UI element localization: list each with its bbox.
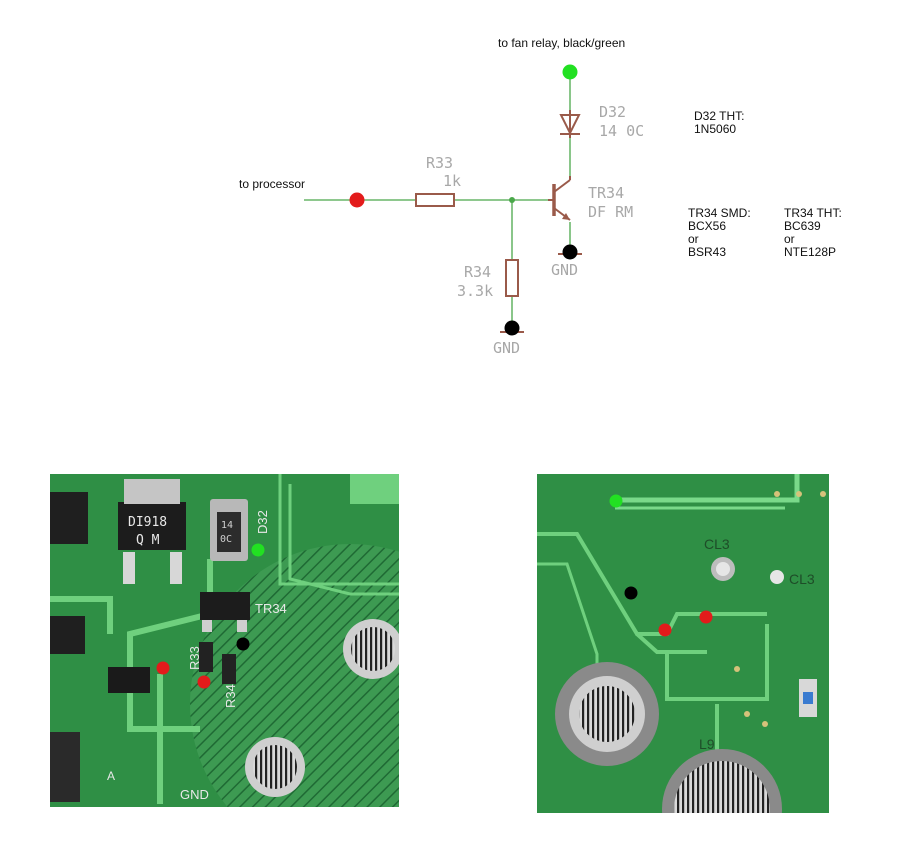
tr34-smd-line-4: BSR43 <box>688 245 727 259</box>
d32-tht-note: D32 THT: 1N5060 <box>694 110 744 136</box>
tr34-tht-line-4: NTE128P <box>784 245 837 259</box>
tr34-tht-line-1: TR34 THT: <box>784 206 842 220</box>
photo-left-marker-red-1 <box>156 661 170 675</box>
tr34-value: DF RM <box>588 203 633 221</box>
tr34-tht-line-2: BC639 <box>784 219 821 233</box>
tr34-ref: TR34 <box>588 184 624 202</box>
photo-right-marker-red-1 <box>658 623 672 637</box>
chip-marking-2: Q M <box>136 533 160 548</box>
resistor-r33-symbol <box>415 193 455 207</box>
silk-gnd: GND <box>180 787 209 802</box>
resistor-r34-symbol <box>505 259 519 297</box>
tr34-smd-line-1: TR34 SMD: <box>688 206 751 220</box>
pcb-left-drawing: DI918 Q M 14 0C D32 TR34 R33 R34 A GND <box>50 474 399 807</box>
d32-ref: D32 <box>599 103 626 121</box>
d32-value: 14 0C <box>599 122 644 140</box>
gnd-label-tr34: GND <box>551 261 578 279</box>
d32-tht-line-1: D32 THT: <box>694 109 745 123</box>
fan-relay-label: to fan relay, black/green <box>498 36 626 50</box>
marker-black-gnd-r34 <box>504 320 520 336</box>
r34-ref: R34 <box>464 263 491 281</box>
r34-value: 3.3k <box>457 282 493 300</box>
chip-marking-1: DI918 <box>128 515 167 530</box>
pcb-photo-left: DI918 Q M 14 0C D32 TR34 R33 R34 A GND <box>50 474 399 807</box>
schematic: D32 14 0C R33 1k TR34 DF RM R34 3.3k GND… <box>304 64 644 357</box>
marker-green-fan <box>562 64 578 80</box>
silk-r34: R34 <box>223 684 238 708</box>
transistor-tr34-package <box>200 592 250 620</box>
silk-l9: L9 <box>699 736 715 752</box>
tr34-smd-line-2: BCX56 <box>688 219 727 233</box>
marker-black-gnd-tr34 <box>562 244 578 260</box>
silk-a: A <box>107 769 115 783</box>
pcb-right-drawing: CL3 CL3 L9 <box>537 474 829 813</box>
photo-left-marker-black <box>236 637 250 651</box>
pcb-photo-right: CL3 CL3 L9 <box>537 474 829 813</box>
r33-value: 1k <box>443 172 461 190</box>
transistor-tr34-symbol <box>548 176 571 221</box>
tr34-smd-note: TR34 SMD: BCX56 or BSR43 <box>688 207 751 259</box>
photo-left-marker-green <box>251 543 265 557</box>
tr34-tht-note: TR34 THT: BC639 or NTE128P <box>784 207 842 259</box>
d32-marking-2: 0C <box>220 534 232 545</box>
gnd-label-r34: GND <box>493 339 520 357</box>
photo-right-marker-green <box>609 494 623 508</box>
r33-ref: R33 <box>426 154 453 172</box>
via-cl3-2 <box>770 570 784 584</box>
tr34-smd-line-3: or <box>688 232 699 246</box>
photo-right-marker-red-2 <box>699 610 713 624</box>
diode-d32-symbol <box>559 110 581 138</box>
silk-cl3-2: CL3 <box>789 571 815 587</box>
photo-right-marker-black <box>624 586 638 600</box>
marker-red-processor <box>349 192 365 208</box>
d32-marking-1: 14 <box>221 520 233 531</box>
silk-r33: R33 <box>187 646 202 670</box>
junction-dot <box>509 197 515 203</box>
tr34-tht-line-3: or <box>784 232 795 246</box>
d32-tht-line-2: 1N5060 <box>694 122 737 136</box>
silk-cl3-1: CL3 <box>704 536 730 552</box>
photo-left-marker-red-2 <box>197 675 211 689</box>
processor-label: to processor <box>239 177 306 191</box>
silk-d32: D32 <box>255 510 270 534</box>
silk-tr34: TR34 <box>255 601 287 616</box>
chip-di918 <box>118 502 186 550</box>
